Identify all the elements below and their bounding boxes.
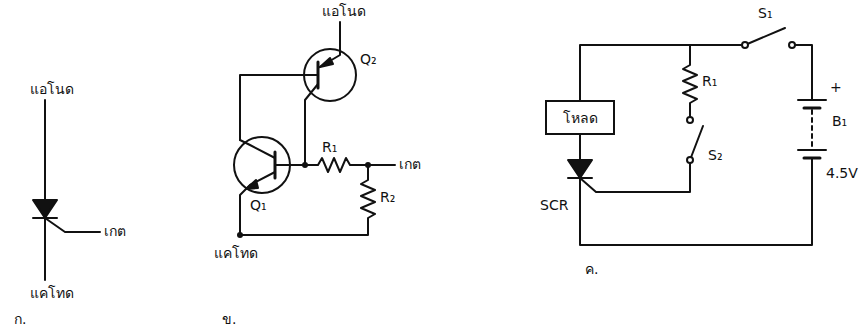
part-name: S₂ <box>708 148 723 163</box>
pin-label: แอโนด <box>30 82 74 97</box>
figure-letter: ค. <box>585 262 598 277</box>
part-name: S₁ <box>758 6 773 21</box>
load-box: โหลด <box>545 100 615 135</box>
value-label: 4.5V <box>826 166 858 181</box>
figure-letter: ก. <box>14 312 26 327</box>
pin-label: เกต <box>104 224 126 239</box>
part-name: R₁ <box>322 140 337 155</box>
pin-label: แอโนด <box>322 4 366 19</box>
part-name: B₁ <box>832 114 847 129</box>
part-name: R₁ <box>702 74 717 89</box>
part-name: R₂ <box>380 190 395 205</box>
transistor-q2 <box>240 22 356 165</box>
pin-label: แคโทด <box>30 286 74 301</box>
pin-label: แคโทด <box>214 246 258 261</box>
junction-dot <box>237 162 371 238</box>
part-name: Q₁ <box>250 198 267 213</box>
transistor-q1 <box>234 137 305 235</box>
polarity-sign: + <box>830 80 842 95</box>
load-label: โหลด <box>563 107 598 129</box>
part-name: SCR <box>540 198 568 213</box>
circuit-wires <box>568 28 826 245</box>
scr-symbol <box>33 100 100 280</box>
figure-letter: ข. <box>222 312 236 327</box>
resistor-symbol <box>240 158 395 235</box>
switch-contact <box>687 42 795 163</box>
pin-label: เกต <box>399 157 421 172</box>
part-name: Q₂ <box>360 52 377 67</box>
